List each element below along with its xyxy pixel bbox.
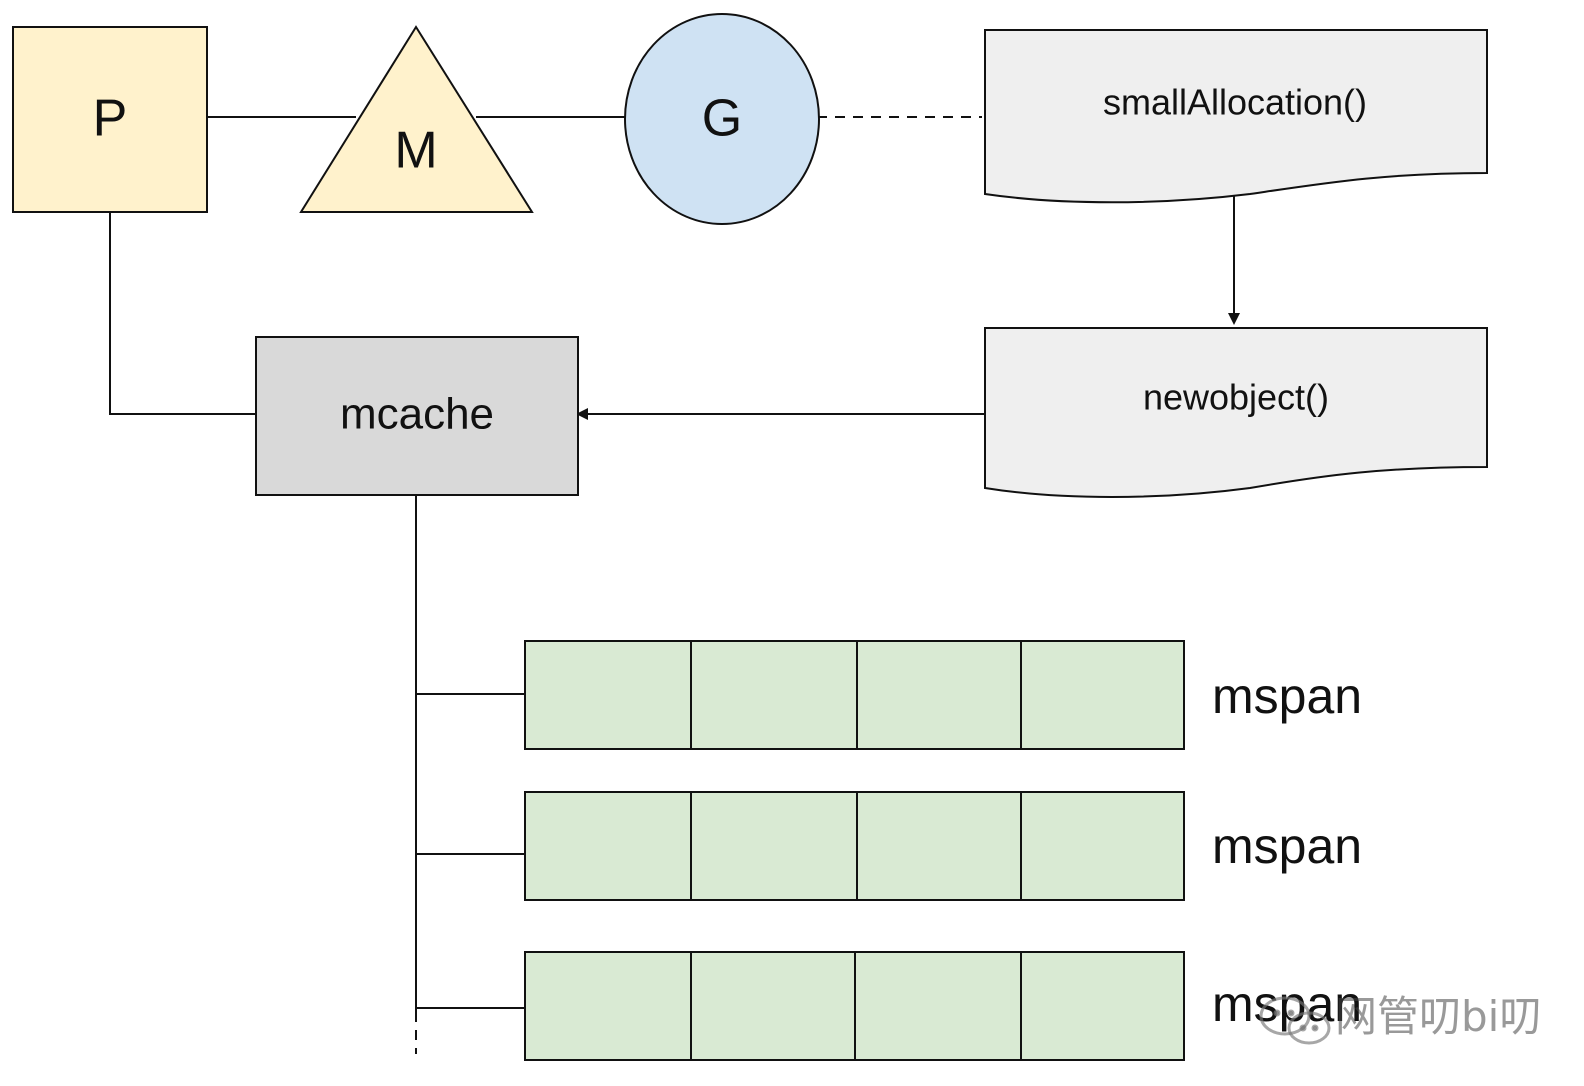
p-square (12, 26, 208, 213)
mspan-row-3: mspan (524, 951, 1362, 1061)
mcache-label: mcache (340, 390, 494, 439)
mcache-box (255, 336, 579, 496)
mspan-cell-3-4 (1020, 951, 1185, 1061)
mspan-cell-3-3 (854, 951, 1022, 1061)
watermark: 网管叨bi叨 (1259, 992, 1541, 1045)
p-label: P (93, 90, 128, 148)
new-object-node: newobject() (984, 327, 1488, 498)
p-node: P (12, 26, 208, 213)
small-allocation-node: smallAllocation() (984, 29, 1488, 204)
new-object-document-shape (984, 327, 1488, 498)
mspan-cell-1-2 (690, 640, 858, 750)
p-to-mcache-connector (109, 210, 256, 415)
wechat-icon (1259, 996, 1331, 1045)
mspan-row-2: mspan (524, 791, 1362, 901)
small-allocation-label: smallAllocation() (1103, 82, 1367, 123)
mspan-cell-2-3 (856, 791, 1022, 901)
g-node: G (624, 13, 820, 225)
m-triangle (299, 25, 534, 213)
mspan-label-1: mspan (1212, 668, 1362, 724)
mspan-cell-1-1 (524, 640, 692, 750)
mspan-label-3: mspan (1212, 976, 1362, 1032)
mspan-cell-2-2 (690, 791, 858, 901)
mspan-cell-1-4 (1020, 640, 1185, 750)
mspan-row-1: mspan (524, 640, 1362, 750)
mcache-node: mcache (255, 336, 579, 496)
small-allocation-document-shape (984, 29, 1488, 204)
m-label: M (394, 122, 437, 180)
watermark-text: 网管叨bi叨 (1335, 992, 1541, 1041)
mspan-cell-1-3 (856, 640, 1022, 750)
new-object-label: newobject() (1143, 377, 1329, 418)
g-label: G (702, 90, 742, 148)
mspan-cell-3-2 (690, 951, 856, 1061)
m-node: M (299, 25, 534, 213)
mspan-cell-2-1 (524, 791, 692, 901)
connectors (109, 116, 1240, 1054)
mspan-cell-3-1 (524, 951, 692, 1061)
mspan-cell-2-4 (1020, 791, 1185, 901)
g-circle (624, 13, 820, 225)
mspan-label-2: mspan (1212, 818, 1362, 874)
